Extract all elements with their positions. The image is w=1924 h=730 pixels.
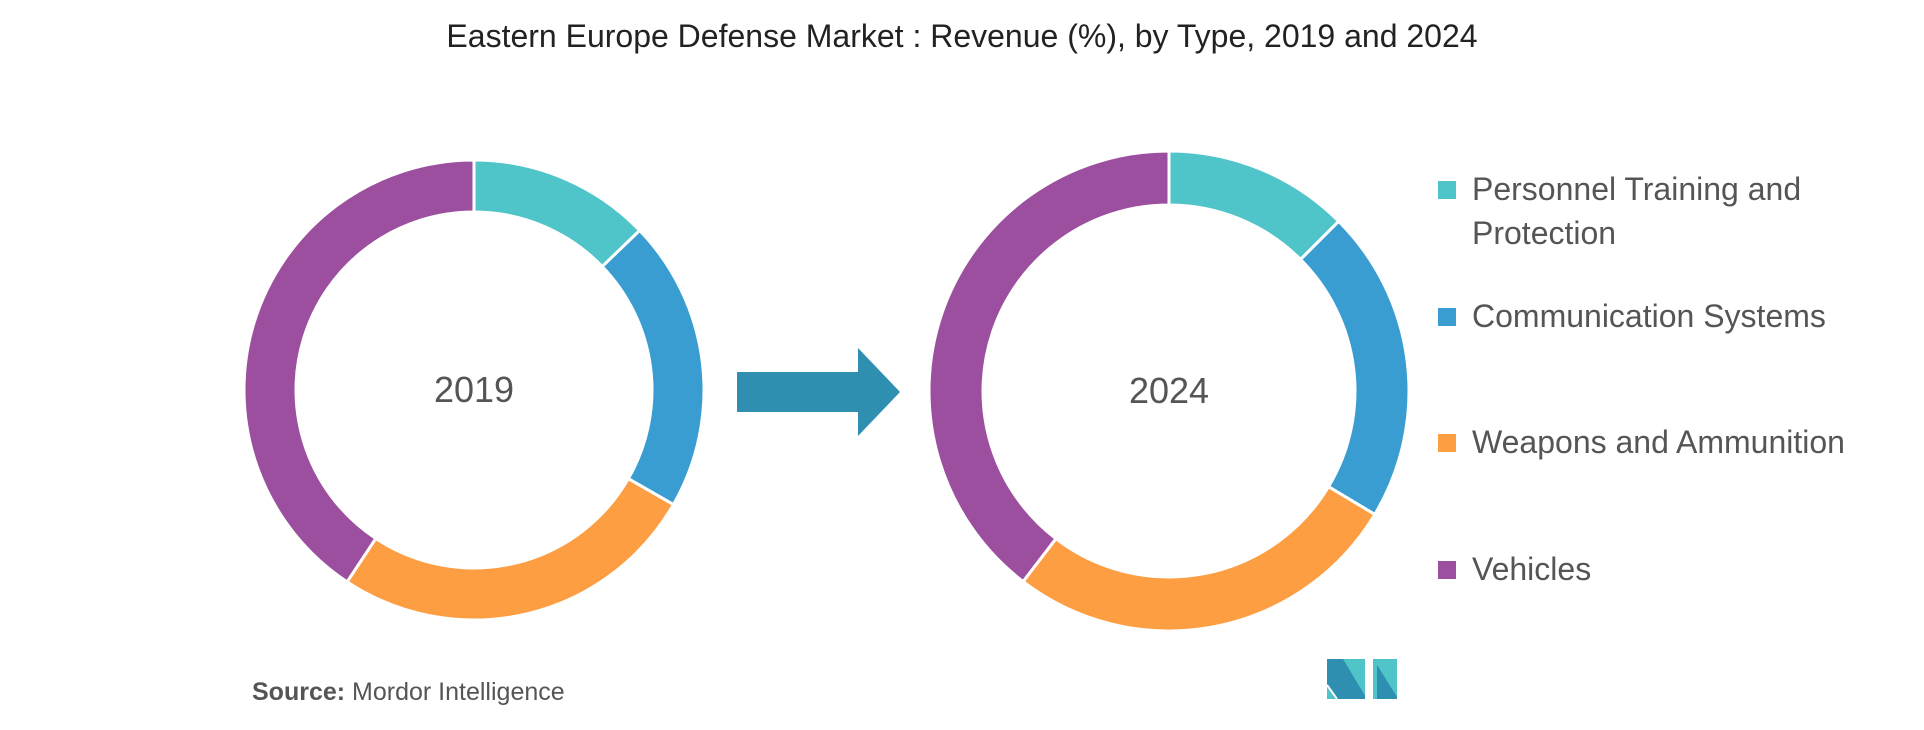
legend-swatch <box>1438 308 1456 326</box>
donut-segment-weapons-and-ammunition <box>345 476 676 622</box>
donut-segment-personnel-training-and-protection <box>1167 149 1341 262</box>
legend-swatch <box>1438 434 1456 452</box>
legend-label-line2: Protection <box>1472 215 1617 251</box>
donut-segment-communication-systems <box>1298 219 1411 517</box>
donut-center-label: 2024 <box>1129 370 1209 411</box>
donut-segment-weapons-and-ammunition <box>1020 484 1377 633</box>
source-label: Source: <box>252 678 346 706</box>
donut-2019: 2019 <box>242 158 706 622</box>
source-text: Mordor Intelligence <box>352 678 565 706</box>
legend-label-line1: Personnel Training and <box>1472 171 1802 207</box>
donut-segment-vehicles <box>927 149 1171 584</box>
legend-label: Vehicles <box>1472 551 1592 587</box>
legend-label: Weapons and Ammunition <box>1472 424 1845 460</box>
mordor-logo <box>1326 659 1397 700</box>
donut-segment-personnel-training-and-protection <box>472 158 642 269</box>
source-note: Source: Mordor Intelligence <box>252 678 565 707</box>
arrow-icon <box>737 348 900 436</box>
legend-swatch <box>1438 181 1456 199</box>
legend-label: Communication Systems <box>1472 298 1826 334</box>
chart-title: Eastern Europe Defense Market : Revenue … <box>446 18 1478 54</box>
donut-segment-vehicles <box>242 158 476 584</box>
legend-swatch <box>1438 561 1456 579</box>
donut-2024: 2024 <box>927 149 1411 633</box>
donut-center-label: 2019 <box>434 369 514 410</box>
donut-segment-communication-systems <box>600 228 706 507</box>
